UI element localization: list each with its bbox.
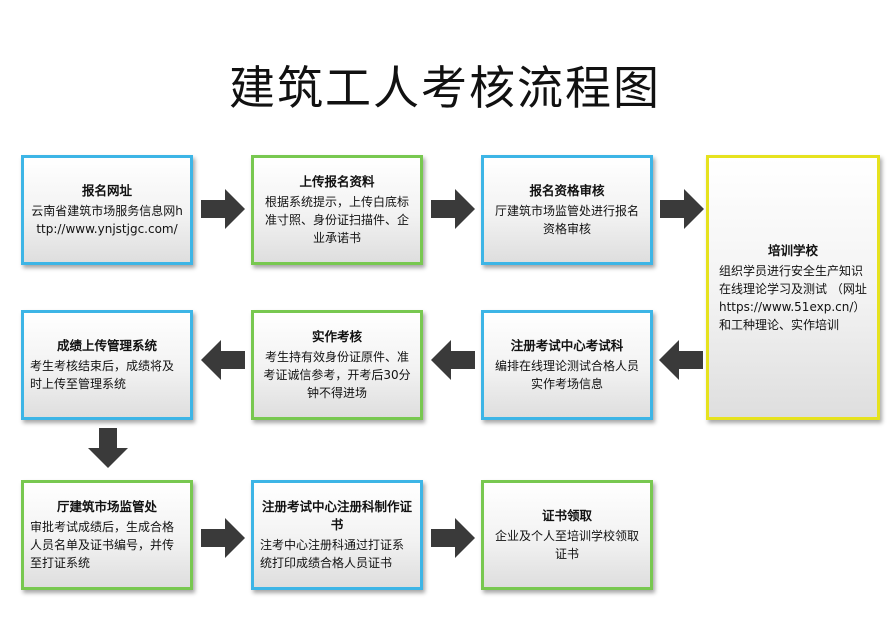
step-title: 厅建筑市场监管处 [56,499,157,514]
arrow-right-icon [431,189,475,229]
step-desc: 考生考核结束后，成绩将及时上传至管理系统 [30,359,175,391]
step-title: 上传报名资料 [299,174,375,189]
step-desc: 组织学员进行安全生产知识在线理论学习及测试 （网址https://www.51e… [719,263,867,332]
step-desc: 厅建筑市场监管处进行报名资格审核 [494,204,639,236]
step-registration-site: 报名网址 云南省建筑市场服务信息网http://www.ynjstjgc.com… [21,155,193,265]
arrow-right-icon [201,189,245,229]
step-title: 实作考核 [311,329,362,344]
step-title: 证书领取 [541,508,592,523]
step-training-school: 培训学校 组织学员进行安全生产知识在线理论学习及测试 （网址https://ww… [706,155,880,420]
step-certificate-collection: 证书领取 企业及个人至培训学校领取证书 [481,480,653,590]
step-desc: 根据系统提示，上传白底标准寸照、身份证扫描件、企业承诺书 [264,195,409,245]
step-desc: 注考中心注册科通过打证系统打印成绩合格人员证书 [260,538,405,570]
step-desc: 企业及个人至培训学校领取证书 [494,529,639,561]
arrow-left-icon [431,340,475,380]
step-title: 注册考试中心考试科 [510,338,624,353]
step-desc: 考生持有效身份证原件、准考证诚信参考，开考后30分钟不得进场 [263,350,411,400]
diagram-title: 建筑工人考核流程图 [229,61,661,115]
arrow-right-icon [431,518,475,558]
arrow-right-icon [201,518,245,558]
step-qualification-review: 报名资格审核 厅建筑市场监管处进行报名资格审核 [481,155,653,265]
arrow-left-icon [659,340,703,380]
step-desc: 编排在线理论测试合格人员实作考场信息 [494,359,639,391]
step-title: 注册考试中心注册科制作证书 [261,499,412,532]
step-exam-center-exam-section: 注册考试中心考试科 编排在线理论测试合格人员实作考场信息 [481,310,653,420]
step-upload-materials: 上传报名资料 根据系统提示，上传白底标准寸照、身份证扫描件、企业承诺书 [251,155,423,265]
arrow-down-icon [88,428,128,468]
step-certificate-production: 注册考试中心注册科制作证书 注考中心注册科通过打证系统打印成绩合格人员证书 [251,480,423,590]
step-desc: 云南省建筑市场服务信息网http://www.ynjstjgc.com/ [31,204,183,236]
step-title: 培训学校 [767,242,818,258]
step-title: 报名资格审核 [529,183,605,198]
arrow-left-icon [201,340,245,380]
step-market-supervision: 厅建筑市场监管处 审批考试成绩后，生成合格人员名单及证书编号，并传至打证系统 [21,480,193,590]
arrow-right-icon [660,189,704,229]
step-score-upload: 成绩上传管理系统 考生考核结束后，成绩将及时上传至管理系统 [21,310,193,420]
step-practical-assessment: 实作考核 考生持有效身份证原件、准考证诚信参考，开考后30分钟不得进场 [251,310,423,420]
step-desc: 审批考试成绩后，生成合格人员名单及证书编号，并传至打证系统 [30,520,175,570]
step-title: 报名网址 [81,183,132,198]
step-title: 成绩上传管理系统 [56,338,157,353]
